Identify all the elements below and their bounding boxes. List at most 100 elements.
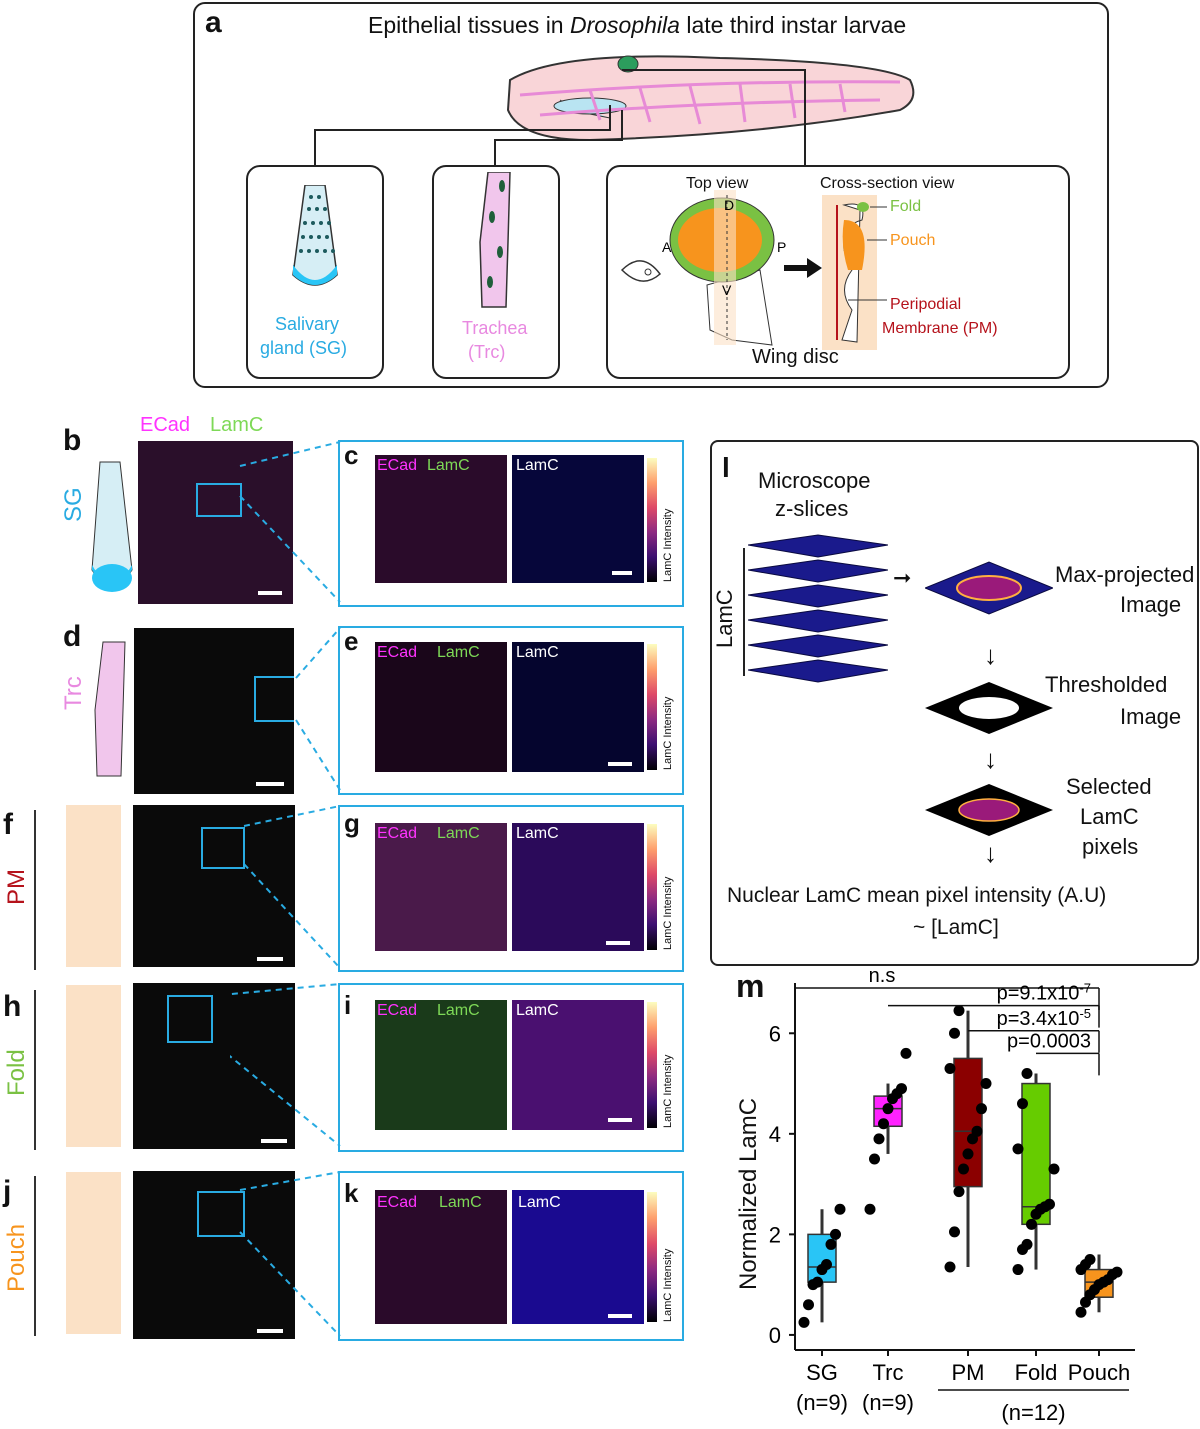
comparison-label: p=0.0003 xyxy=(1007,1030,1091,1052)
data-point xyxy=(1021,1238,1033,1250)
trachea-illustration xyxy=(479,172,511,308)
pm-label-2: Membrane (PM) xyxy=(882,320,998,337)
panel-a-frame xyxy=(193,2,1109,388)
data-point xyxy=(962,1148,974,1160)
sg-cartoon xyxy=(91,461,133,592)
data-point xyxy=(949,1226,960,1238)
box-pm xyxy=(953,1057,983,1188)
svg-text:D: D xyxy=(724,197,734,213)
arrow-down-icon-3: ↓ xyxy=(984,838,997,868)
arrow-down-icon-1: ↓ xyxy=(984,640,997,670)
fold-label: Fold xyxy=(890,198,922,215)
fold-cartoon-bg xyxy=(66,985,121,1147)
pm-divider xyxy=(34,810,36,970)
data-point xyxy=(953,1005,965,1017)
side-label-pm: PM xyxy=(3,869,30,905)
group-label: (n=12) xyxy=(1001,1400,1065,1425)
k-lamc-label: LamC xyxy=(439,1194,482,1211)
result-label-1: Nuclear LamC mean pixel intensity (A.U) xyxy=(727,884,1107,907)
c-lamc2-label: LamC xyxy=(516,457,559,474)
pm-label-1: Peripodial xyxy=(890,296,962,313)
comparison-label: n.s xyxy=(869,965,896,987)
trc-cartoon xyxy=(94,641,126,777)
i-lamc-label: LamC xyxy=(437,1002,480,1019)
panel-letter-l: l xyxy=(722,452,730,483)
data-point xyxy=(896,1083,907,1095)
x-tick-label: SG xyxy=(806,1360,838,1385)
side-label-pouch: Pouch xyxy=(3,1223,30,1292)
side-label-trc: Trc xyxy=(60,676,87,710)
data-point xyxy=(812,1276,823,1288)
sg-illustration xyxy=(292,185,338,286)
panel-letter-j: j xyxy=(3,1175,12,1208)
comparison-label: p=3.4x10-5 xyxy=(997,1005,1091,1030)
c-lamc-label: LamC xyxy=(427,457,470,474)
thr-label-1: Thresholded xyxy=(1045,672,1168,697)
y-tick-label: 0 xyxy=(769,1323,781,1348)
max-label-2: Image xyxy=(1120,592,1182,617)
svg-text:P: P xyxy=(777,239,786,255)
microscope-label-1: Microscope xyxy=(758,468,871,493)
data-point xyxy=(830,1228,841,1240)
i-colorbar xyxy=(647,1002,657,1128)
e-lamc-label: LamC xyxy=(437,644,480,661)
e-ecad-label: ECad xyxy=(377,644,418,661)
panel-l-frame xyxy=(710,440,1199,966)
pouch-divider xyxy=(34,1176,36,1336)
pm-micrograph xyxy=(133,805,295,967)
g-colorbar xyxy=(647,824,657,950)
data-point xyxy=(873,1133,885,1145)
data-point xyxy=(1017,1098,1028,1110)
cross-section-label: Cross-section view xyxy=(820,175,955,192)
fold-divider xyxy=(34,990,36,1150)
c-lamc-image: LamC xyxy=(512,455,644,583)
panel-letter-c: c xyxy=(344,440,359,470)
y-tick-label: 2 xyxy=(769,1222,781,1247)
data-point xyxy=(1111,1266,1123,1278)
data-point xyxy=(878,1118,889,1130)
trc-label-1: Trachea xyxy=(462,318,528,338)
k-lamc-image: LamC xyxy=(512,1190,644,1324)
thr-label-2: Image xyxy=(1120,704,1182,729)
b-header-ecad: ECad xyxy=(140,414,191,436)
lamc-side-label: LamC xyxy=(712,589,737,648)
data-point xyxy=(1026,1218,1037,1230)
e-colorbar xyxy=(647,644,657,770)
sel-label-1: Selected xyxy=(1066,774,1152,799)
g-ecad-label: ECad xyxy=(377,825,418,842)
y-tick-label: 6 xyxy=(769,1021,781,1046)
pouch-label: Pouch xyxy=(890,232,936,249)
data-point xyxy=(864,1203,876,1215)
g-merge-image: ECad LamC xyxy=(375,823,507,951)
g-lamc-image: LamC xyxy=(512,823,644,951)
svg-text:V: V xyxy=(722,282,732,298)
max-projected-icon xyxy=(925,561,1053,615)
k-colorbar-label: LamC Intensity xyxy=(662,1248,674,1322)
comparison-label: p=9.1x10-7 xyxy=(997,980,1091,1005)
selected-pixels-icon xyxy=(925,784,1053,836)
data-point xyxy=(821,1259,832,1271)
sel-label-2: LamC xyxy=(1080,804,1139,829)
i-lamc-image: LamC xyxy=(512,1000,644,1130)
panel-letter-a: a xyxy=(205,6,222,39)
data-point xyxy=(1012,1143,1024,1155)
data-point xyxy=(944,1261,956,1273)
side-label-fold: Fold xyxy=(3,1049,30,1096)
panel-letter-i: i xyxy=(344,990,352,1020)
data-point xyxy=(1044,1198,1055,1210)
sg-label-1: Salivary xyxy=(275,314,340,334)
panel-letter-e: e xyxy=(344,626,359,656)
data-point xyxy=(1075,1306,1087,1318)
panel-letter-f: f xyxy=(3,808,13,841)
panel-letter-k: k xyxy=(344,1178,359,1208)
data-point xyxy=(980,1078,992,1090)
data-point xyxy=(953,1186,965,1198)
chart-comparisons: n.s p=9.1x10-7p=3.4x10-5p=0.0003 xyxy=(795,965,1100,1076)
data-point xyxy=(944,1062,956,1074)
data-point xyxy=(1012,1264,1024,1276)
panel-a-connectors xyxy=(314,69,806,165)
data-point xyxy=(834,1203,846,1215)
g-lamc2-label: LamC xyxy=(516,825,559,842)
k-ecad-label: ECad xyxy=(377,1194,418,1211)
